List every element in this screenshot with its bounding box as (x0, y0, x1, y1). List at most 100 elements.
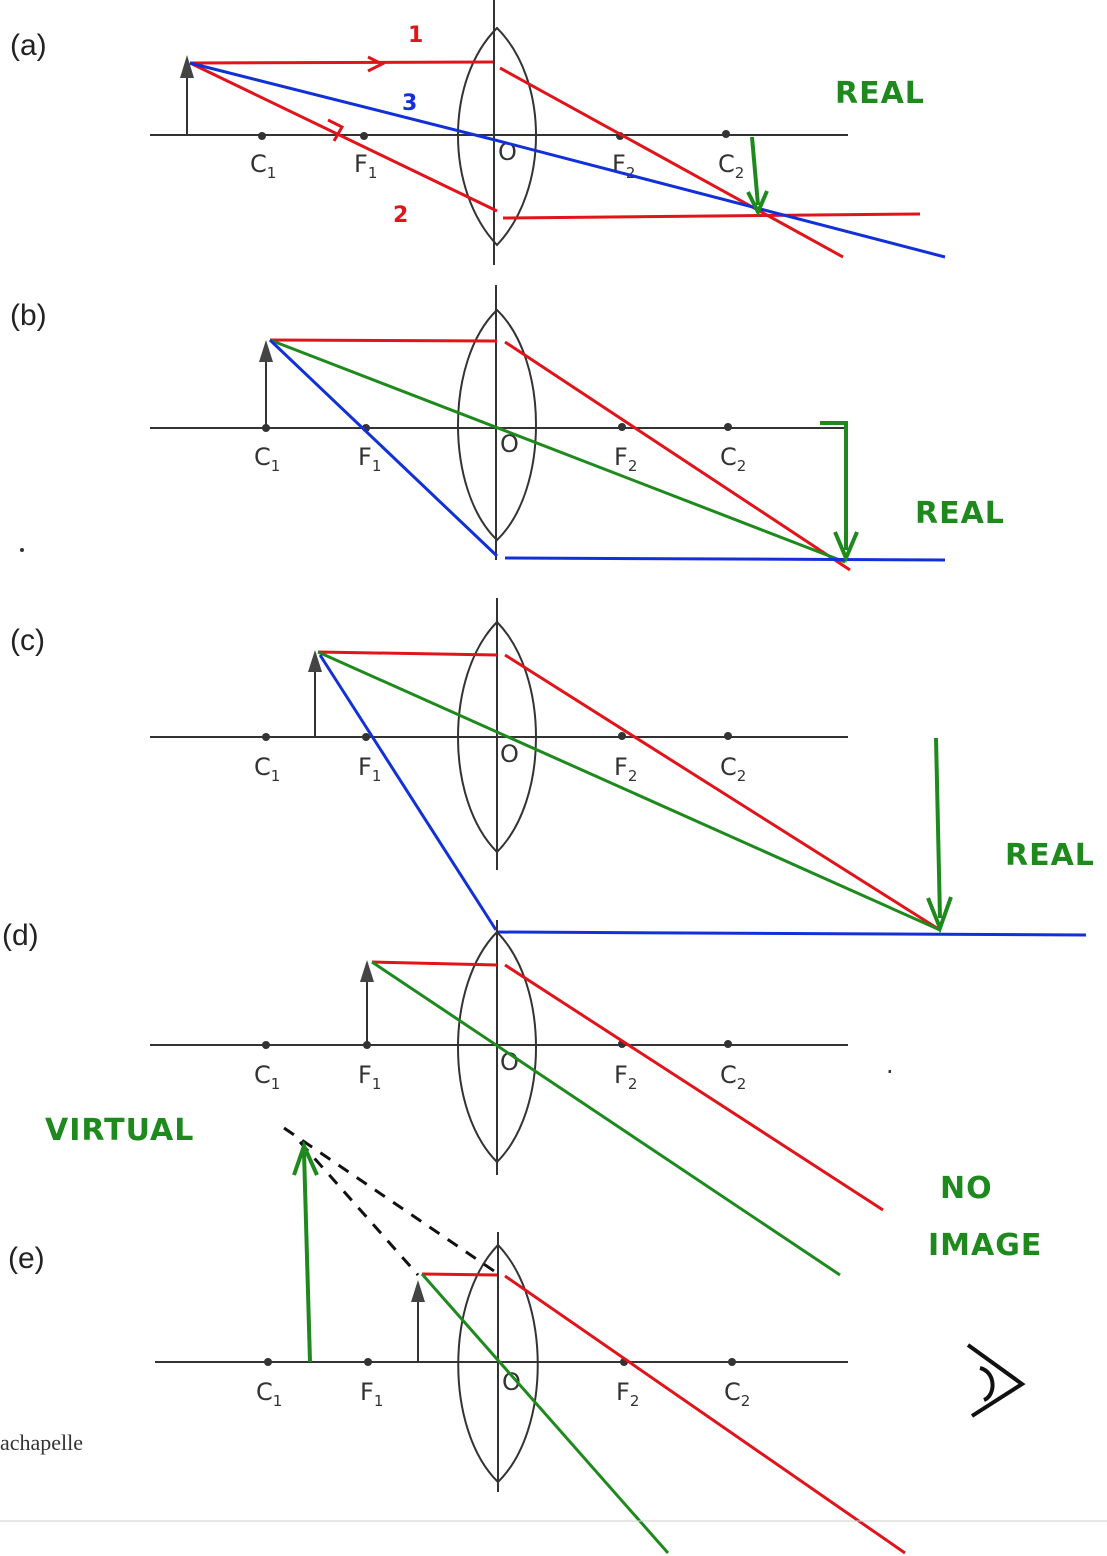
label-f2: F2 (614, 753, 637, 785)
label-f1: F1 (358, 753, 381, 785)
point-f1 (362, 733, 370, 741)
image-arrow-head (833, 531, 859, 564)
image-arrow (750, 136, 760, 206)
ray-through-center (317, 650, 941, 932)
label-f1: F1 (360, 1378, 383, 1410)
label-f2: F2 (614, 443, 637, 475)
ray-parallel (421, 1272, 498, 1277)
annotation-real-c: REAL (1005, 838, 1095, 873)
annotation-real-a: REAL (835, 76, 925, 111)
label-f2: F2 (612, 150, 635, 182)
label-f2: F2 (616, 1378, 639, 1410)
label-c2: C2 (724, 1378, 750, 1410)
panel-c: (c) C1 F1 O F2 C2 REAL (10, 598, 1095, 937)
label-c1: C1 (254, 1061, 280, 1093)
stray-mark: · (886, 1058, 894, 1086)
label-c1: C1 (254, 753, 280, 785)
ray-2-refracted (502, 212, 921, 220)
panel-e-label: (e) (8, 1242, 45, 1275)
ray-parallel-refracted (504, 1274, 906, 1555)
panel-d: (d) C1 F1 O F2 C2 NO IMAGE · (2, 919, 1041, 1277)
label-c2: C2 (720, 443, 746, 475)
object-arrow-head (360, 960, 374, 982)
ray-parallel (371, 960, 498, 967)
eye-pupil-icon (979, 1366, 995, 1402)
ray-parallel (317, 650, 498, 657)
annotation-virtual: VIRTUAL (45, 1113, 194, 1148)
point-f1 (364, 1358, 372, 1366)
ray-through-f1 (268, 338, 499, 558)
label-c1: C1 (250, 150, 276, 182)
point-c1 (258, 132, 266, 140)
ray-3-through-center (189, 61, 946, 259)
point-c1 (262, 1041, 270, 1049)
ray-through-f1 (318, 654, 498, 931)
panel-a: (a) C1 F1 O F2 C2 1 2 3 REAL (10, 0, 946, 265)
point-c2 (724, 423, 732, 431)
label-f1: F1 (358, 1061, 381, 1093)
virtual-ray-extension-1 (283, 1126, 498, 1275)
ray-through-f1-refracted (495, 930, 1087, 937)
label-c2: C2 (720, 753, 746, 785)
point-c2 (724, 1040, 732, 1048)
point-f2 (618, 732, 626, 740)
label-c1: C1 (254, 443, 280, 475)
ray-through-center (420, 1273, 670, 1554)
label-c1: C1 (256, 1378, 282, 1410)
label-o: O (500, 430, 519, 458)
annotation-real-b: REAL (915, 496, 1005, 531)
image-arrow-head (926, 896, 953, 934)
ray-parallel-refracted (504, 963, 884, 1212)
label-c2: C2 (718, 150, 744, 182)
virtual-image-arrow (302, 1151, 312, 1363)
label-f2: F2 (614, 1061, 637, 1093)
object-arrow-head (180, 55, 194, 78)
image-credit: achapelle (0, 1430, 83, 1455)
point-f2 (618, 423, 626, 431)
object-arrow-head (308, 650, 322, 672)
virtual-image-arrow-head (292, 1140, 319, 1176)
image-arrow-head (746, 190, 769, 217)
point-c1 (262, 424, 270, 432)
ray-parallel-refracted (504, 340, 851, 572)
label-c2: C2 (720, 1061, 746, 1093)
point-c2 (728, 1358, 736, 1366)
point-c1 (264, 1358, 272, 1366)
ray-number-2: 2 (393, 203, 408, 228)
label-f1: F1 (358, 443, 381, 475)
panel-e: (e) C1 F1 O F2 C2 VIRTUAL achapelle (0, 1113, 1026, 1555)
ray-2-direction-arrow (327, 118, 345, 142)
label-f1: F1 (354, 150, 377, 182)
ray-number-1: 1 (408, 23, 423, 48)
image-arrow (820, 421, 848, 550)
convex-lens (457, 26, 537, 247)
panel-c-label: (c) (10, 624, 45, 657)
label-o: O (502, 1368, 521, 1396)
panel-d-label: (d) (2, 919, 39, 952)
point-f1 (360, 132, 368, 140)
ray-2-through-f1 (189, 61, 498, 213)
ray-through-center (269, 338, 846, 564)
point-c1 (262, 733, 270, 741)
point-c2 (724, 732, 732, 740)
ray-through-f1-refracted (504, 556, 946, 562)
point-f1 (363, 1041, 371, 1049)
object-arrow-head (411, 1280, 425, 1302)
ray-parallel-refracted (504, 653, 941, 932)
ray-number-3: 3 (402, 91, 417, 116)
eye-icon (966, 1343, 1026, 1418)
ray-parallel (269, 338, 498, 343)
ray-1-refracted (499, 66, 844, 259)
panel-b-label: (b) (10, 299, 47, 332)
object-arrow-head (259, 340, 273, 362)
panel-b: (b) C1 F1 O F2 C2 REAL (10, 285, 1005, 572)
label-o: O (500, 1048, 519, 1076)
panel-a-label: (a) (10, 29, 47, 62)
image-arrow (934, 737, 942, 919)
virtual-ray-extension-2 (298, 1141, 420, 1276)
point-c2 (722, 130, 730, 138)
annotation-no-image-line1: NO (940, 1171, 993, 1206)
ray-through-center (371, 960, 841, 1277)
label-o: O (500, 740, 519, 768)
